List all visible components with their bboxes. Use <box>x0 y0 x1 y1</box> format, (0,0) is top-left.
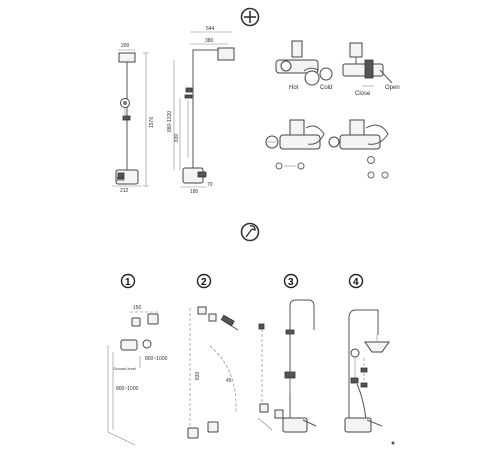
hot-label: Hot <box>289 85 299 91</box>
step-2-badge: 2 <box>196 273 212 289</box>
step-3-drawing <box>257 299 317 433</box>
cold-label: Cold <box>320 85 332 91</box>
front-spout-label: 160 <box>116 177 125 183</box>
open-label: Open <box>385 85 400 91</box>
step-4-drawing <box>344 309 395 445</box>
crossed-circle-icon <box>240 7 260 27</box>
wrench-icon <box>240 222 260 242</box>
step-1-drawing: 150 800~1000 Ground level 800~1000 <box>107 305 168 446</box>
side-reach-total-label: 544 <box>206 26 215 32</box>
step-2-drawing: 830 45 <box>187 306 239 439</box>
step-3-badge: 3 <box>283 273 299 289</box>
side-column-label: 830 <box>174 133 180 142</box>
hot-cold-valve-drawing: Hot Cold <box>275 40 333 91</box>
step-4-badge: 4 <box>348 273 364 289</box>
step-1-dim-low: 800~1000 <box>116 386 139 392</box>
step-2-dim-vertical: 830 <box>195 371 201 380</box>
step-1-dim-top: 150 <box>133 305 142 311</box>
svg-text:2: 2 <box>201 277 207 288</box>
step-1-badge: 1 <box>120 273 136 289</box>
step-2-dim-angle: 45 <box>226 378 232 384</box>
side-offset-label: 70 <box>207 182 213 188</box>
close-label: Close <box>355 91 371 97</box>
side-view-drawing: 544 380 880-1320 830 180 70 <box>167 26 235 195</box>
side-base-label: 180 <box>190 189 199 195</box>
step-1-dim-mid: 800~1000 <box>145 356 168 362</box>
open-close-valve-drawing: Close Open <box>342 42 400 97</box>
diverter-drawing-right <box>328 119 389 179</box>
side-adjust-range-label: 880-1320 <box>167 111 173 132</box>
front-view-drawing: 200 212 160 1576 <box>112 43 155 194</box>
step-1-note: Ground level <box>113 366 136 371</box>
svg-text:4: 4 <box>353 277 359 288</box>
diverter-drawing-left <box>265 119 325 170</box>
front-width-bottom-label: 212 <box>120 188 129 194</box>
svg-text:3: 3 <box>288 277 294 288</box>
side-reach-arm-label: 380 <box>205 38 214 44</box>
svg-text:1: 1 <box>125 277 131 288</box>
front-height-label: 1576 <box>149 117 155 128</box>
front-width-top-label: 200 <box>121 43 130 49</box>
